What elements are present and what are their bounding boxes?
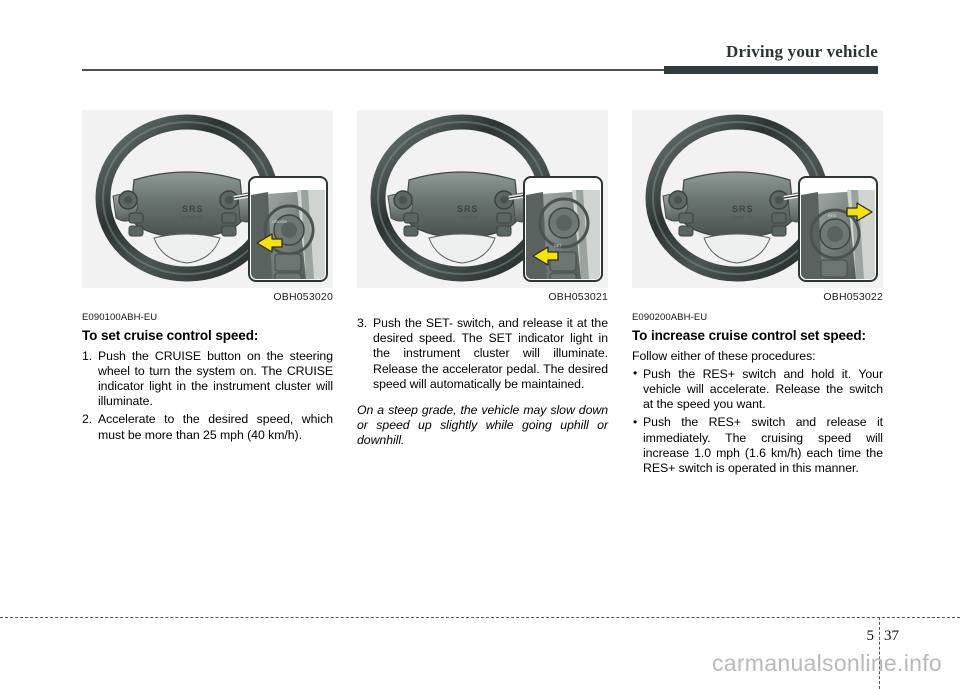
figure-steering-wheel-set-switch: SRS AIRBAG [357, 110, 608, 288]
list-text: Push the RES+ switch and hold it. Your v… [643, 366, 883, 412]
figure-steering-wheel-cruise-button: SRS AIRBAG [82, 110, 333, 288]
page-title: Driving your vehicle [726, 42, 878, 61]
list-marker: 3. [357, 316, 368, 330]
column-2: SRS AIRBAG [357, 110, 608, 449]
list-marker: • [633, 414, 638, 429]
list-item: 1. Push the CRUISE button on the steerin… [82, 349, 333, 410]
figure-caption: OBH053021 [548, 291, 608, 303]
svg-text:CRUISE: CRUISE [272, 219, 287, 224]
section-heading: To increase cruise control set speed: [632, 328, 866, 343]
list-text: Accelerate to the desired speed, which m… [98, 412, 333, 442]
svg-text:RES: RES [828, 213, 837, 218]
list-marker: • [633, 366, 638, 381]
figure-caption: OBH053022 [823, 291, 883, 303]
header-rule-thin [82, 69, 878, 71]
page-header: Driving your vehicle [0, 0, 960, 80]
column-1: SRS AIRBAG [82, 110, 333, 443]
figure-steering-wheel-res-switch: SRS AIRBAG [632, 110, 883, 288]
section-heading: To set cruise control speed: [82, 328, 259, 343]
list-text: Push the SET- switch, and release it at … [373, 316, 608, 391]
list-text: Push the CRUISE button on the steering w… [98, 348, 333, 409]
page-number: 37 [884, 628, 899, 644]
list-item: 2. Accelerate to the desired speed, whic… [82, 412, 333, 442]
note-paragraph: On a steep grade, the vehicle may slow d… [357, 403, 608, 448]
svg-text:SRS: SRS [457, 204, 479, 214]
footer-divider-vertical [879, 617, 880, 689]
section-code: E090100ABH-EU [82, 312, 158, 323]
svg-text:AIRBAG: AIRBAG [732, 215, 753, 220]
footer-divider-horizontal [0, 617, 960, 618]
callout-arrow [846, 202, 873, 222]
svg-text:SRS: SRS [732, 204, 754, 214]
svg-text:AIRBAG: AIRBAG [182, 215, 203, 220]
list-marker: 1. [82, 348, 93, 363]
watermark: carmanualsonline.info [711, 650, 942, 676]
list-item: • Push the RES+ switch and release it im… [632, 415, 883, 476]
section-code: E090200ABH-EU [632, 312, 708, 323]
intro-paragraph: Follow either of these procedures: [632, 348, 816, 363]
chapter-number: 5 [866, 628, 875, 644]
list-marker: 2. [82, 412, 93, 427]
svg-text:SRS: SRS [182, 204, 204, 214]
list-text: Push the RES+ switch and release it imme… [643, 415, 883, 475]
figure-caption: OBH053020 [273, 291, 333, 303]
svg-text:SET: SET [554, 243, 562, 248]
callout-arrow [256, 233, 283, 253]
column-3: SRS AIRBAG [632, 110, 883, 476]
list-item: • Push the RES+ switch and hold it. Your… [632, 366, 883, 413]
callout-arrow [532, 246, 559, 266]
content-columns: SRS AIRBAG [0, 110, 960, 580]
list-item: 3. Push the SET- switch, and release it … [357, 316, 608, 392]
svg-text:AIRBAG: AIRBAG [457, 215, 478, 220]
header-rule-thick [664, 66, 878, 74]
